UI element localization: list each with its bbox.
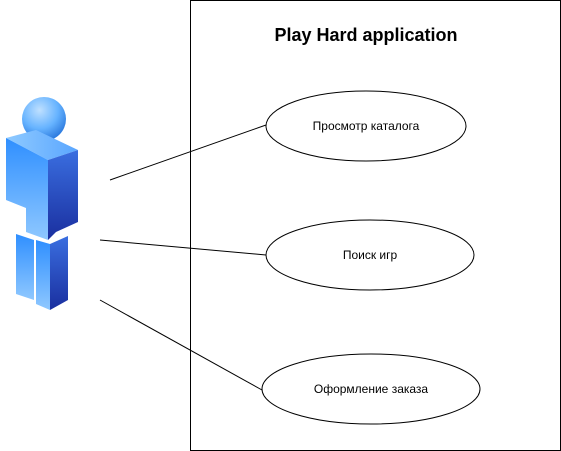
actor-leg-side bbox=[50, 236, 68, 310]
use-case-catalog[interactable]: Просмотр каталога bbox=[265, 90, 467, 162]
association-line-search bbox=[99, 239, 267, 256]
actor-shoulders bbox=[6, 130, 78, 160]
use-case-label: Оформление заказа bbox=[314, 382, 429, 396]
use-case-order[interactable]: Оформление заказа bbox=[261, 353, 481, 425]
actor-torso-side bbox=[48, 150, 78, 240]
user-figure-icon[interactable] bbox=[6, 97, 78, 310]
actor-head bbox=[22, 97, 66, 141]
use-case-label: Просмотр каталога bbox=[313, 119, 420, 133]
association-line-catalog bbox=[109, 124, 267, 181]
system-title: Play Hard application bbox=[274, 25, 457, 45]
use-case-label: Поиск игр bbox=[343, 248, 398, 262]
actor-leg-right bbox=[36, 240, 50, 310]
actor-torso-front bbox=[6, 138, 48, 240]
actor-leg-left bbox=[16, 234, 34, 300]
association-line-order bbox=[99, 299, 263, 391]
use-case-search[interactable]: Поиск игр bbox=[265, 219, 475, 291]
